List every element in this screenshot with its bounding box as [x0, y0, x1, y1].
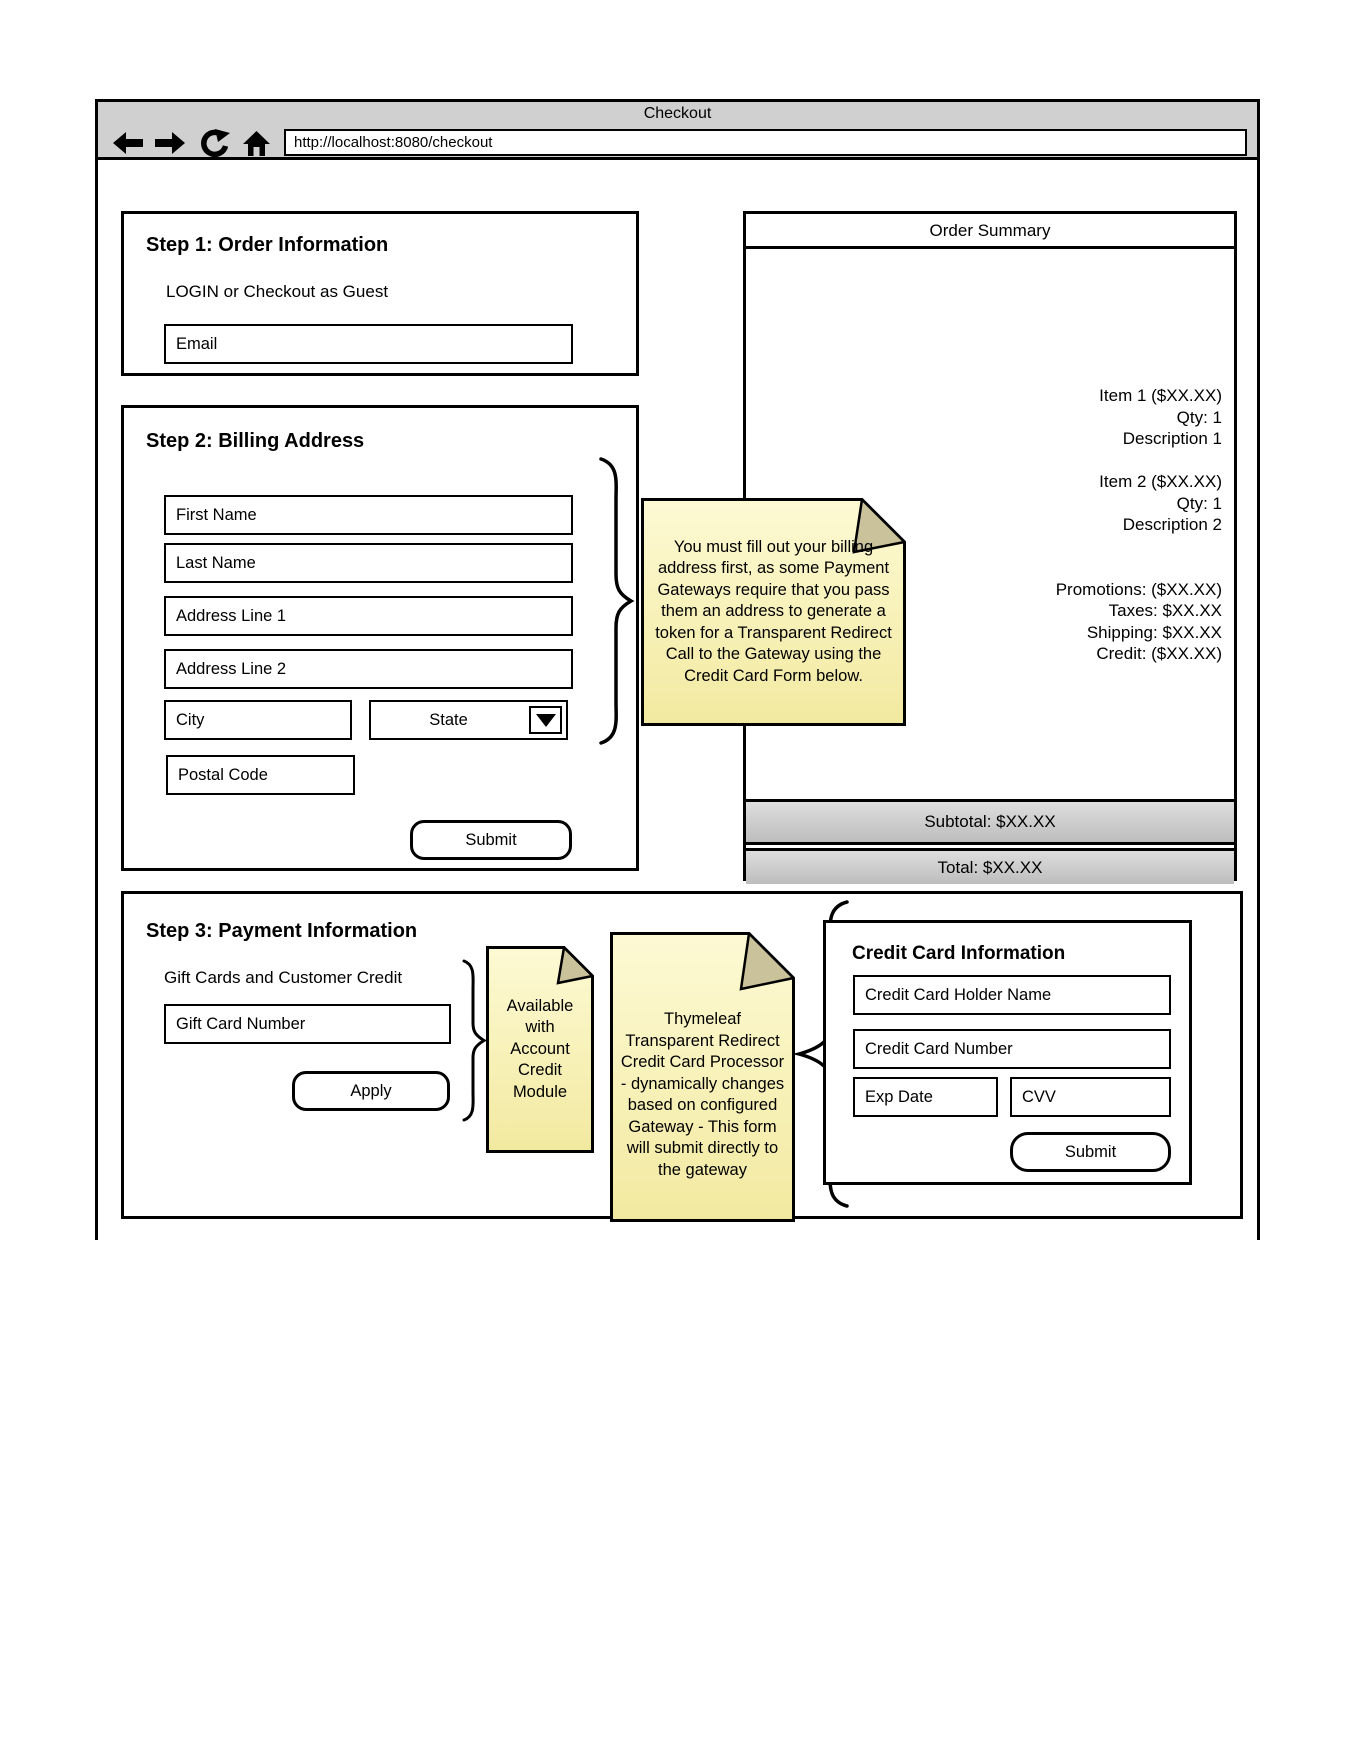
forward-icon[interactable] — [152, 129, 188, 157]
account-credit-note: Available with Account Credit Module — [486, 944, 596, 1153]
step2-title: Step 2: Billing Address — [146, 430, 365, 452]
chevron-down-icon — [535, 713, 556, 727]
state-dropdown[interactable]: State — [369, 700, 568, 740]
brace-gift-card — [459, 959, 487, 1127]
window-title: Checkout — [643, 105, 712, 122]
billing-note: You must fill out your billing address f… — [641, 496, 908, 726]
page-content: Step 1: Order Information LOGIN or Check… — [98, 160, 1257, 1240]
step2-billing-address-panel: Step 2: Billing Address State Submit — [121, 405, 639, 871]
city-field[interactable] — [164, 700, 352, 740]
address-line-2-field[interactable] — [164, 649, 573, 689]
gateway-note-text: Thymeleaf Transparent Redirect Credit Ca… — [620, 1010, 785, 1179]
last-name-field[interactable] — [164, 543, 573, 583]
order-summary-panel: Order Summary Item 1 ($XX.XX) Qty: 1 Des… — [743, 211, 1237, 884]
dropdown-arrow-box[interactable] — [529, 706, 562, 734]
browser-chrome: Checkout — [98, 102, 1257, 160]
subtotal-row: Subtotal: $XX.XX — [746, 799, 1234, 845]
step3-title: Step 3: Payment Information — [146, 920, 418, 942]
step1-title: Step 1: Order Information — [146, 234, 389, 256]
login-or-guest-label: LOGIN or Checkout as Guest — [166, 282, 389, 301]
order-summary-title: Order Summary — [746, 214, 1234, 249]
back-icon[interactable] — [110, 129, 146, 157]
address-line-1-field[interactable] — [164, 596, 573, 636]
email-field[interactable] — [164, 324, 573, 364]
step1-order-information-panel: Step 1: Order Information LOGIN or Check… — [121, 211, 639, 376]
gift-card-number-field[interactable] — [164, 1004, 451, 1044]
card-number-field[interactable] — [853, 1029, 1171, 1069]
total-row: Total: $XX.XX — [746, 848, 1234, 884]
postal-code-field[interactable] — [166, 755, 355, 795]
refresh-icon[interactable] — [196, 129, 232, 157]
order-summary-lines: Item 1 ($XX.XX) Qty: 1 Description 1 Ite… — [1055, 386, 1222, 663]
home-icon[interactable] — [238, 129, 274, 157]
first-name-field[interactable] — [164, 495, 573, 535]
browser-window: Checkout Step 1: Order Information LOGIN… — [95, 99, 1260, 1240]
browser-toolbar — [98, 128, 1257, 158]
state-dropdown-value: State — [429, 710, 468, 729]
gateway-note: Thymeleaf Transparent Redirect Credit Ca… — [610, 930, 797, 1222]
payment-submit-button[interactable]: Submit — [1010, 1132, 1171, 1172]
cvv-field[interactable] — [1010, 1077, 1171, 1117]
credit-card-title: Credit Card Information — [852, 943, 1066, 964]
credit-card-panel: Credit Card Information Submit — [823, 920, 1192, 1185]
exp-date-field[interactable] — [853, 1077, 998, 1117]
url-bar[interactable] — [284, 129, 1247, 156]
card-holder-name-field[interactable] — [853, 975, 1171, 1015]
account-credit-note-text: Available with Account Credit Module — [506, 996, 574, 1101]
billing-note-text: You must fill out your billing address f… — [655, 537, 892, 685]
billing-submit-button[interactable]: Submit — [410, 820, 572, 860]
brace-billing-fields — [593, 456, 635, 751]
gift-cards-label: Gift Cards and Customer Credit — [164, 968, 403, 987]
apply-gift-card-button[interactable]: Apply — [292, 1071, 450, 1111]
